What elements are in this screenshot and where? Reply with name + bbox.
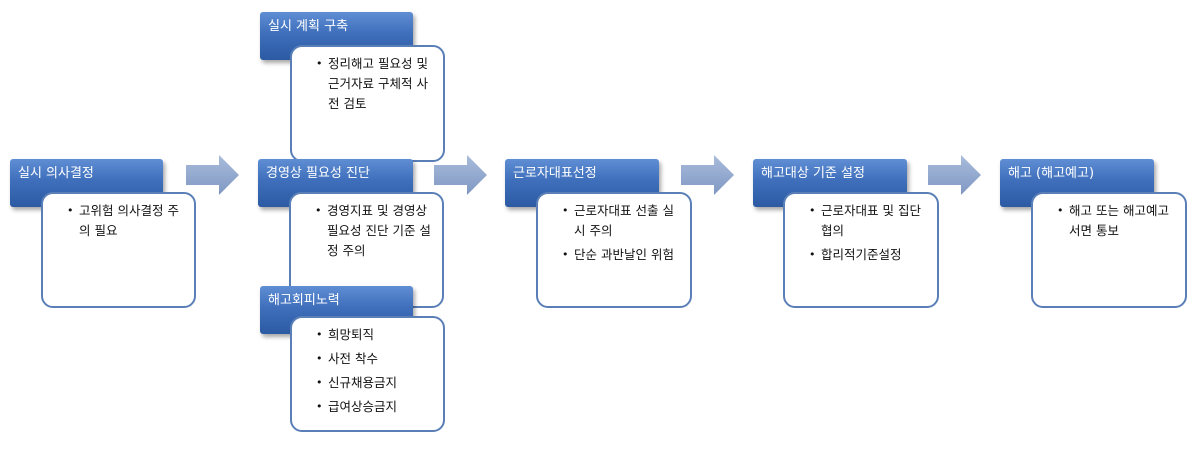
flow-arrow-icon-4 bbox=[928, 155, 981, 195]
step-5-title: 해고 (해고예고) bbox=[1008, 166, 1095, 181]
step-2-title: 경영상 필요성 진단 bbox=[266, 166, 370, 181]
step-5-card: 해고 또는 해고예고 서면 통보 bbox=[1031, 192, 1187, 308]
step-5-item-1: 해고 또는 해고예고 서면 통보 bbox=[1057, 201, 1177, 241]
flow-arrow-icon-1 bbox=[186, 155, 239, 195]
avoid-item-2: 사전 착수 bbox=[316, 349, 435, 369]
step-1-item-1: 고위험 의사결정 주의 필요 bbox=[67, 201, 186, 241]
step-4-card: 근로자대표 및 집단협의 합리적기준설정 bbox=[783, 192, 939, 308]
plan-title: 실시 계획 구축 bbox=[268, 19, 349, 34]
avoid-title: 해고회피노력 bbox=[268, 293, 340, 308]
step-3-card: 근로자대표 선출 실시 주의 단순 과반날인 위험 bbox=[536, 192, 692, 308]
flow-arrow-icon-2 bbox=[434, 155, 487, 195]
step-1-card: 고위험 의사결정 주의 필요 bbox=[41, 192, 196, 308]
avoid-item-3: 신규채용금지 bbox=[316, 373, 435, 393]
avoid-card: 희망퇴직 사전 착수 신규채용금지 급여상승금지 bbox=[290, 316, 445, 432]
step-3-title: 근로자대표선정 bbox=[513, 166, 597, 181]
avoid-item-1: 희망퇴직 bbox=[316, 325, 435, 345]
plan-item-1: 정리해고 필요성 및 근거자료 구체적 사전 검토 bbox=[316, 54, 435, 114]
step-4-item-2: 합리적기준설정 bbox=[809, 245, 929, 265]
step-3-item-2: 단순 과반날인 위험 bbox=[562, 245, 682, 265]
step-1-title: 실시 의사결정 bbox=[18, 166, 94, 181]
step-4-title: 해고대상 기준 설정 bbox=[761, 166, 865, 181]
flow-arrow-icon-3 bbox=[681, 155, 734, 195]
step-3-item-1: 근로자대표 선출 실시 주의 bbox=[562, 201, 682, 241]
step-2-item-1: 경영지표 및 경영상 필요성 진단 기준 설정 주의 bbox=[315, 201, 434, 261]
plan-card: 정리해고 필요성 및 근거자료 구체적 사전 검토 bbox=[290, 45, 445, 162]
avoid-item-4: 급여상승금지 bbox=[316, 397, 435, 417]
step-4-item-1: 근로자대표 및 집단협의 bbox=[809, 201, 929, 241]
